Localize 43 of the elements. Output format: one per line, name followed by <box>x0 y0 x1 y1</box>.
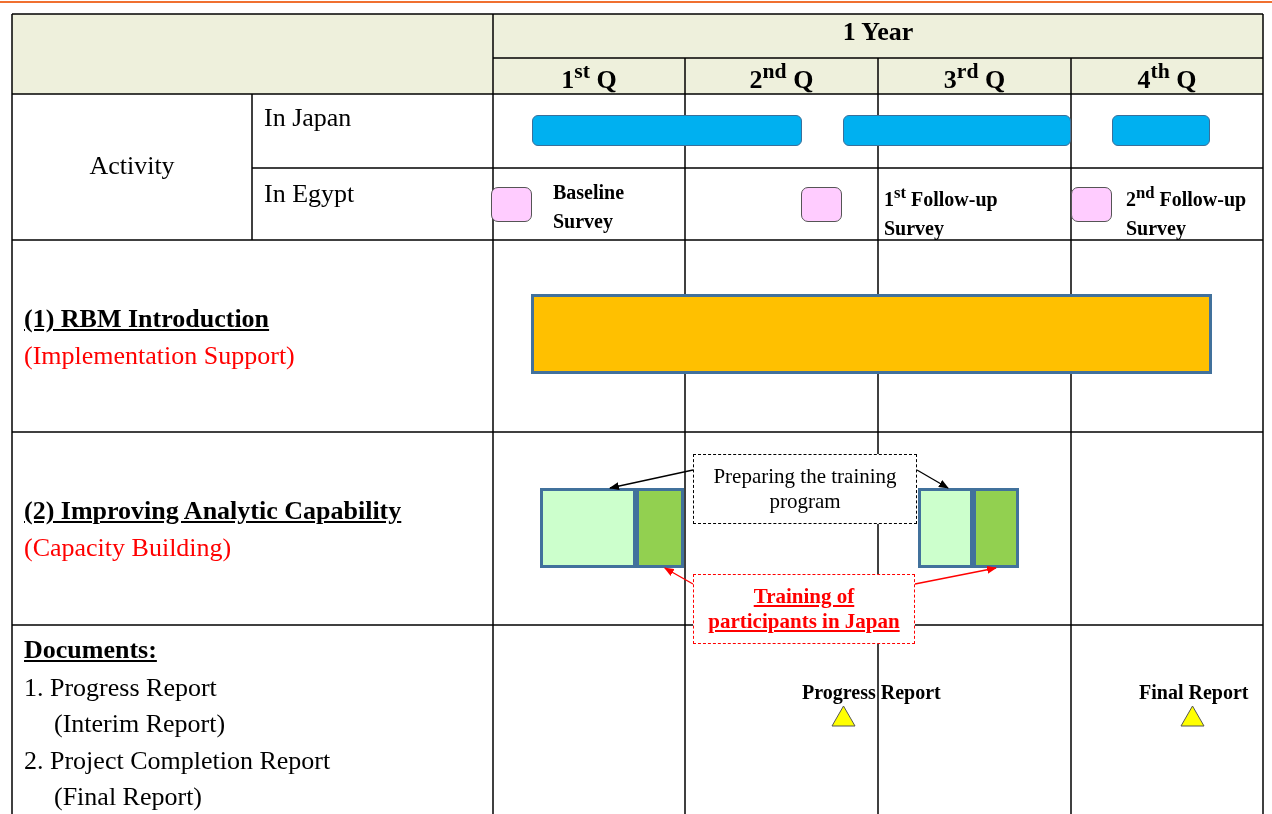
milestone-label: Progress Report <box>802 680 942 706</box>
section-subtitle: (Capacity Building) <box>24 532 232 564</box>
section-subtitle: (Implementation Support) <box>24 340 295 372</box>
section-title: (2) Improving Analytic Capability <box>24 495 402 527</box>
document-item: (Final Report) <box>54 781 203 813</box>
survey-label: 2$^{nd}$ Follow-up Survey <box>1126 182 1248 242</box>
task-bar <box>636 488 684 568</box>
quarter-header: 4$^{th}$ Q <box>1136 58 1198 95</box>
activity-bar <box>532 115 802 146</box>
callout-text: Preparing the training program <box>712 464 898 514</box>
callout-box <box>693 454 917 524</box>
survey-marker <box>801 187 842 222</box>
task-bar <box>540 488 636 568</box>
milestone-label: Final Report <box>1139 680 1250 706</box>
arrow <box>916 469 949 489</box>
year-header: 1 Year <box>841 16 915 48</box>
activity-bar <box>843 115 1071 146</box>
survey-marker <box>491 187 532 222</box>
activity-bar <box>1112 115 1210 146</box>
arrow <box>914 565 997 585</box>
quarter-header: 1$^{st}$ Q <box>560 58 618 95</box>
callout-text: Training of participants in Japan <box>707 584 901 634</box>
document-item: 1. Progress Report <box>24 672 217 704</box>
arrow <box>663 567 694 585</box>
arrow <box>609 469 694 490</box>
document-item: (Interim Report) <box>54 708 226 740</box>
task-bar <box>918 488 973 568</box>
row-header: Activity <box>88 150 176 182</box>
milestone-triangle <box>1180 705 1205 727</box>
section-title: (1) RBM Introduction <box>24 303 270 335</box>
task-bar <box>973 488 1019 568</box>
survey-marker <box>1071 187 1112 222</box>
survey-label: 1$^{st}$ Follow-up Survey <box>884 182 999 242</box>
quarter-header: 2$^{nd}$ Q <box>748 58 815 95</box>
milestone-triangle <box>831 705 856 727</box>
row-header: In Egypt <box>264 178 355 210</box>
task-bar <box>531 294 1212 374</box>
quarter-header: 3$^{rd}$ Q <box>942 58 1007 95</box>
section-title: Documents: <box>24 634 157 666</box>
survey-label: Baseline Survey <box>553 180 626 235</box>
row-header: In Japan <box>264 102 352 134</box>
document-item: 2. Project Completion Report <box>24 745 331 777</box>
callout-box <box>693 574 915 644</box>
